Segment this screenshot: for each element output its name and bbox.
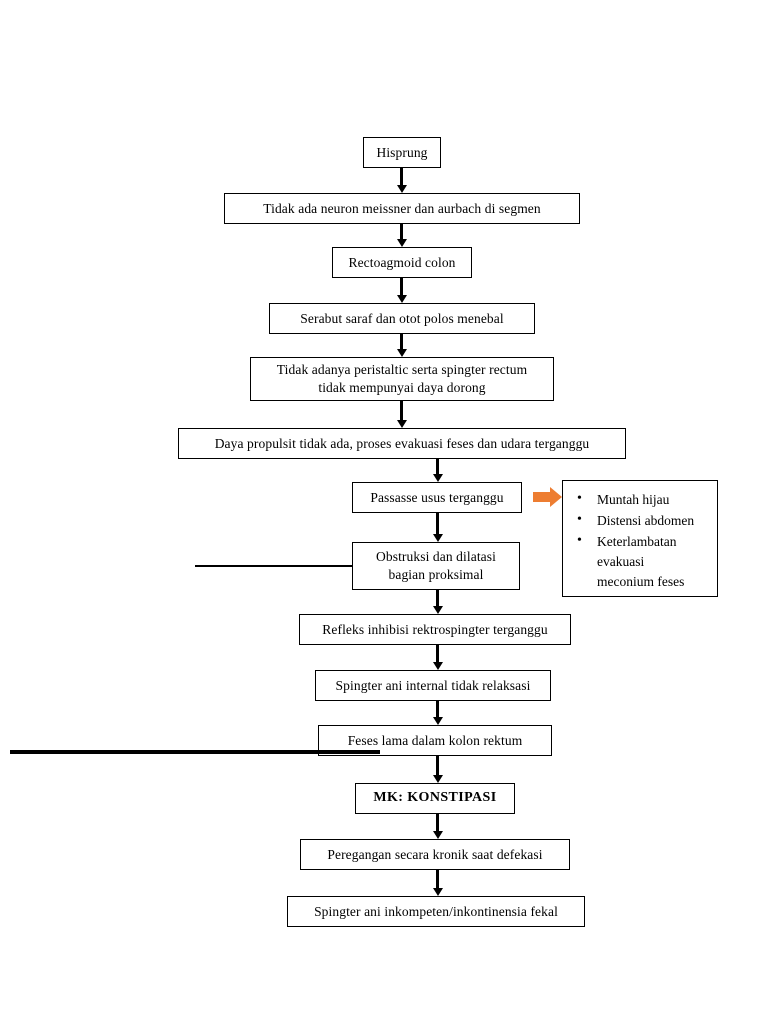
flow-node-internal-sphincter-no-relaxation[interactable]: Spingter ani internal tidak relaksasi xyxy=(315,670,551,701)
flow-node-label: Obstruksi dan dilatasi bagian proksimal xyxy=(376,549,496,582)
flow-node-bowel-passage-disturbed[interactable]: Passasse usus terganggu xyxy=(352,482,522,513)
flow-node-label: Tidak ada neuron meissner dan aurbach di… xyxy=(263,200,541,216)
flow-node-nerve-muscle-thickening[interactable]: Serabut saraf dan otot polos menebal xyxy=(269,303,535,334)
list-item: Distensi abdomen xyxy=(577,510,711,531)
flow-node-no-meissner-auerbach-neurons[interactable]: Tidak ada neuron meissner dan aurbach di… xyxy=(224,193,580,224)
flow-node-label: Peregangan secara kronik saat defekasi xyxy=(327,846,543,862)
flow-node-chronic-straining[interactable]: Peregangan secara kronik saat defekasi xyxy=(300,839,570,870)
list-item: Muntah hijau xyxy=(577,489,711,510)
symptoms-list: Muntah hijau Distensi abdomen Keterlamba… xyxy=(571,489,711,592)
flow-node-label: Spingter ani internal tidak relaksasi xyxy=(335,677,531,693)
flow-node-label: MK: KONSTIPASI xyxy=(373,790,497,806)
list-item: Keterlambatan evakuasi meconium feses xyxy=(577,531,711,592)
flow-node-label: Refleks inhibisi rektrospingter tergangg… xyxy=(322,621,548,637)
flow-node-no-propulsive-force[interactable]: Daya propulsit tidak ada, proses evakuas… xyxy=(178,428,626,459)
horizontal-rule-mid xyxy=(195,565,353,567)
flow-node-label: Passasse usus terganggu xyxy=(370,489,504,505)
flow-node-obstruction-dilatation[interactable]: Obstruksi dan dilatasi bagian proksimal xyxy=(352,542,520,590)
flow-node-hisprung[interactable]: Hisprung xyxy=(363,137,441,168)
flow-node-no-peristalsis[interactable]: Tidak adanya peristaltic serta spingter … xyxy=(250,357,554,401)
flow-node-label: Daya propulsit tidak ada, proses evakuas… xyxy=(214,435,590,451)
flow-node-sphincter-incompetence[interactable]: Spingter ani inkompeten/inkontinensia fe… xyxy=(287,896,585,927)
flow-node-label: Spingter ani inkompeten/inkontinensia fe… xyxy=(314,903,558,919)
horizontal-rule-lower xyxy=(10,750,380,754)
orange-highlight-arrow-icon xyxy=(533,487,562,507)
flow-node-label: Feses lama dalam kolon rektum xyxy=(347,732,523,748)
flow-node-label: Serabut saraf dan otot polos menebal xyxy=(300,310,504,326)
flow-node-label: Tidak adanya peristaltic serta spingter … xyxy=(276,362,528,395)
symptoms-box[interactable]: Muntah hijau Distensi abdomen Keterlamba… xyxy=(562,480,718,597)
flow-node-mk-konstipasi[interactable]: MK: KONSTIPASI xyxy=(355,783,515,814)
flow-node-rectoagmoid-colon[interactable]: Rectoagmoid colon xyxy=(332,247,472,278)
flow-node-rectosphincter-reflex-disturbed[interactable]: Refleks inhibisi rektrospingter tergangg… xyxy=(299,614,571,645)
flow-node-label: Rectoagmoid colon xyxy=(348,254,456,270)
flow-node-label: Hisprung xyxy=(376,144,428,160)
